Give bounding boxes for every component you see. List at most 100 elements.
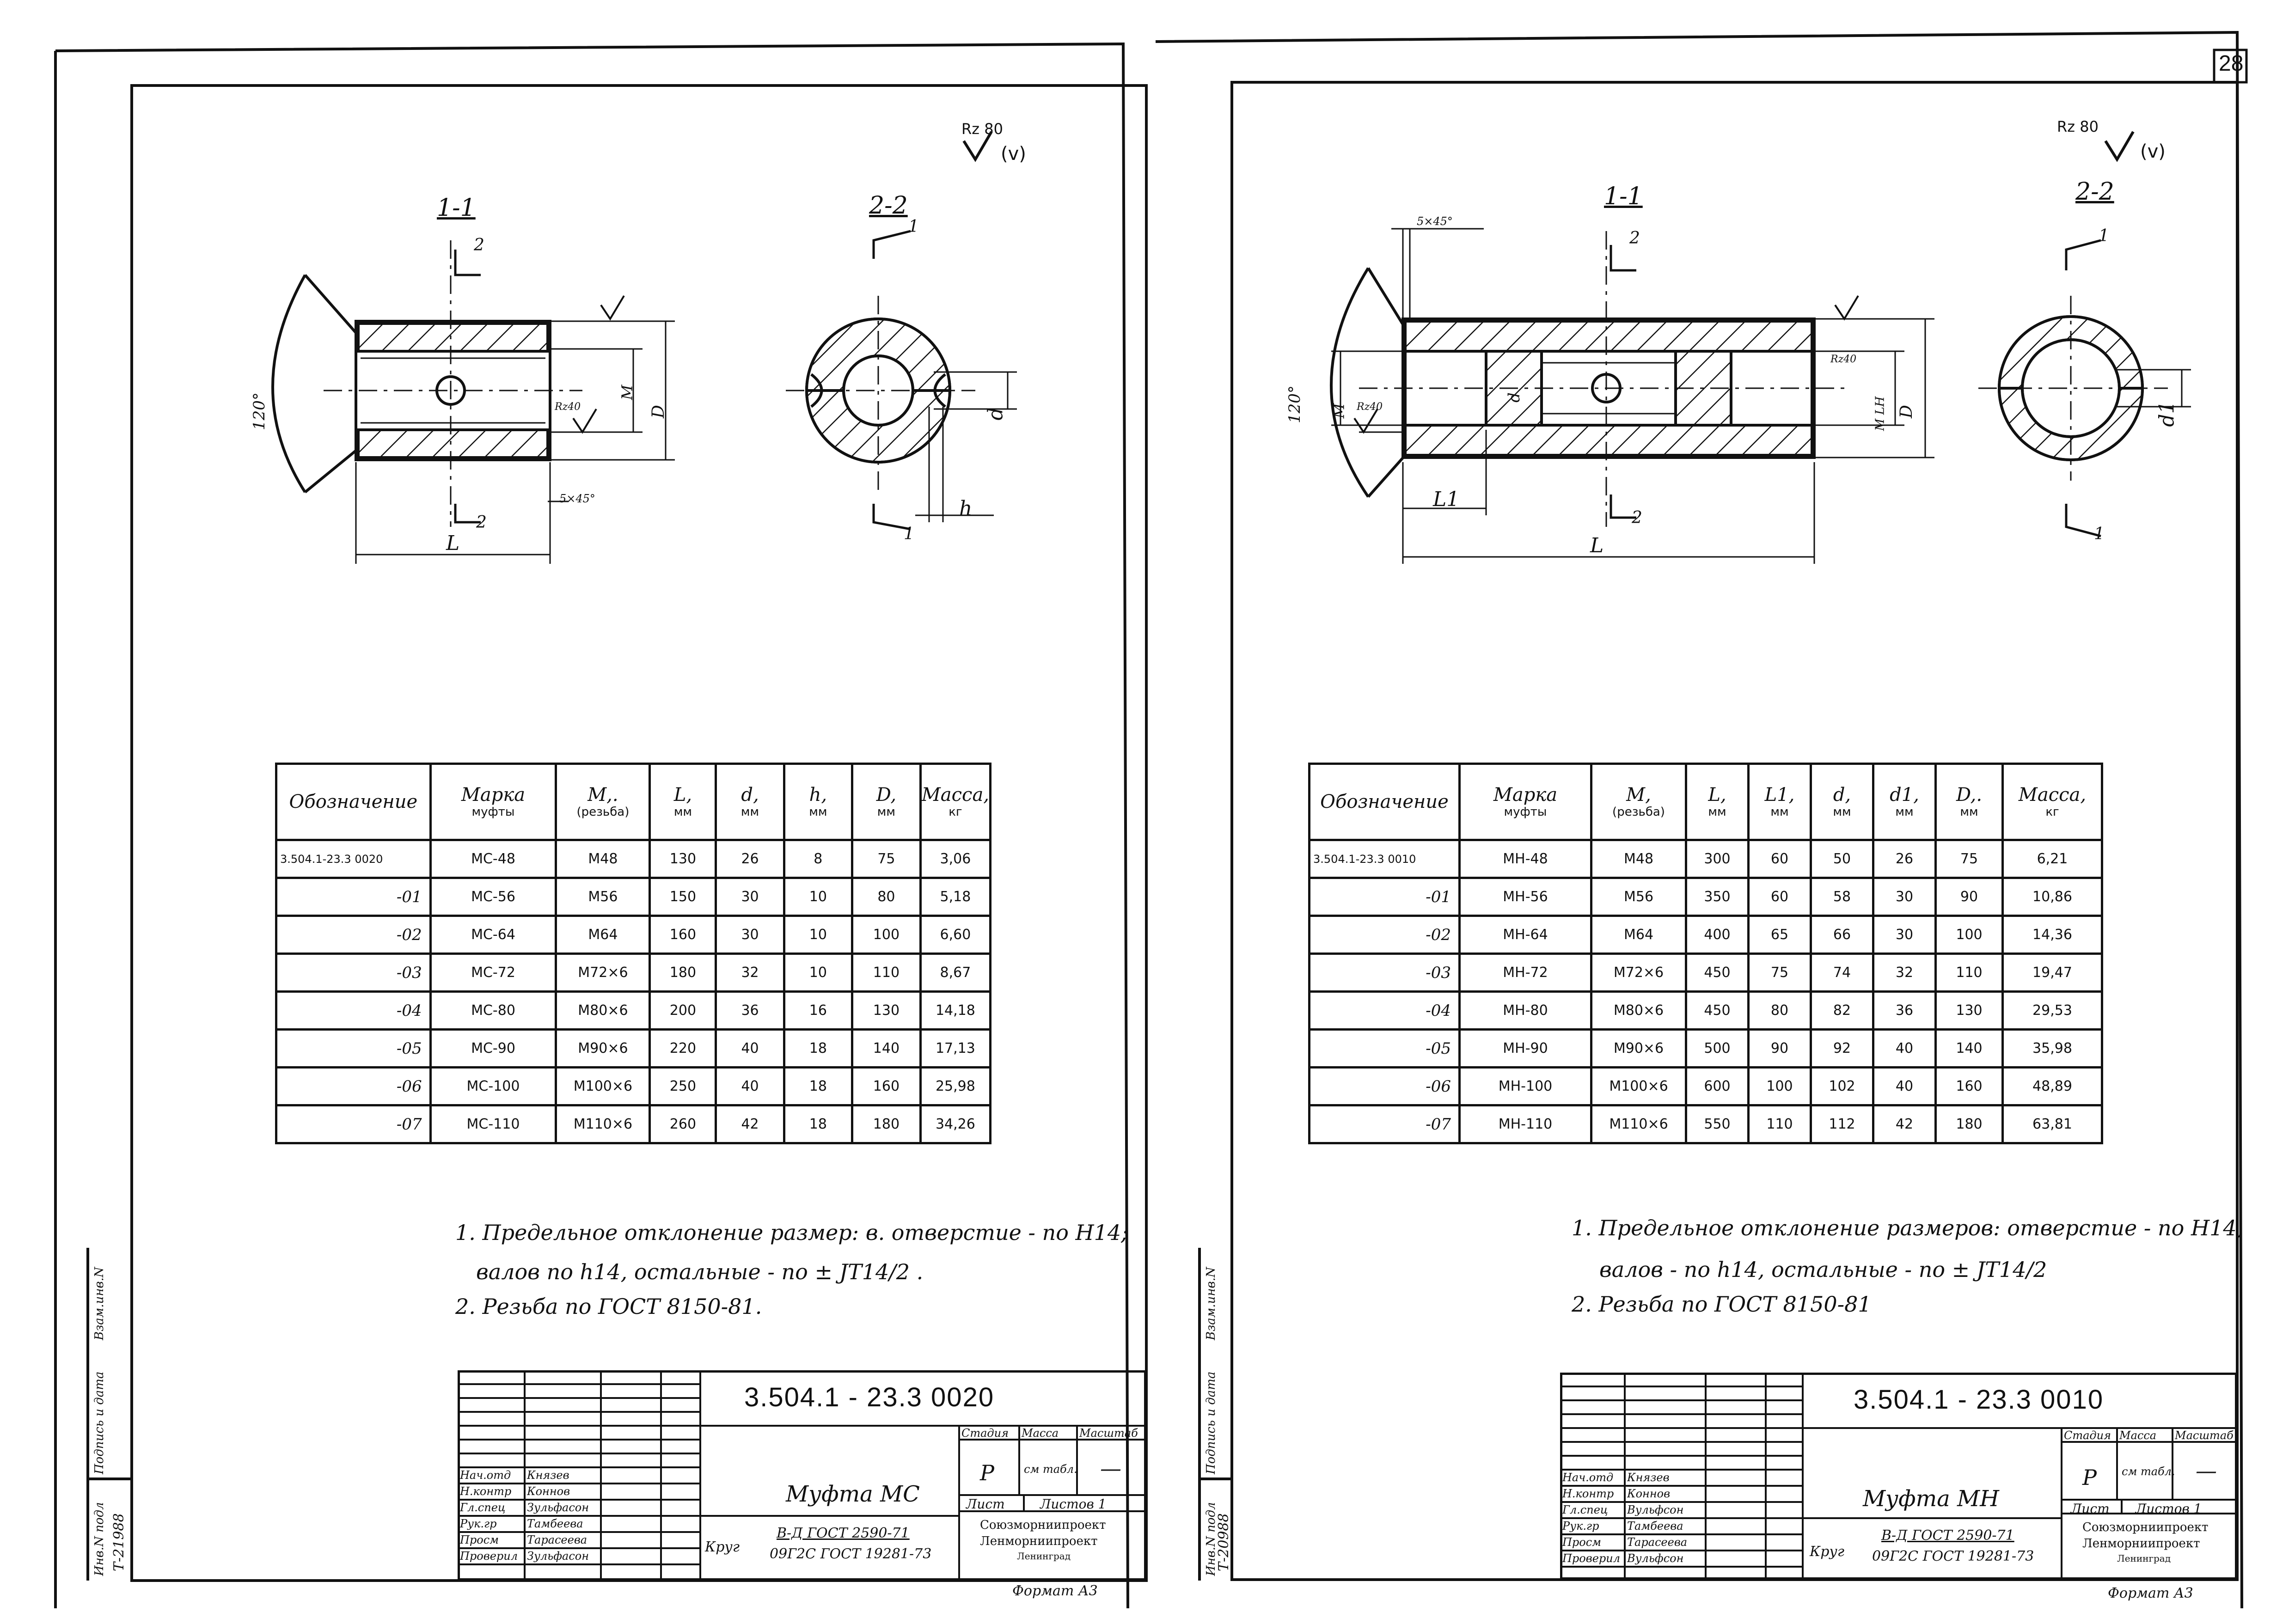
dim-l1-mh: L1 — [1433, 488, 1460, 511]
doc-code-mh: 3.504.1 - 23.3 0010 — [1854, 1385, 2104, 1415]
cut-num-top-mh2: 1 — [2099, 226, 2109, 245]
name-6: Зульфасон — [527, 1550, 589, 1563]
role-5-mh: Просм — [1562, 1536, 1602, 1549]
note-2: 2. Резьба по ГОСТ 8150-81. — [455, 1294, 762, 1319]
roughness-paren-left: (v) — [1001, 143, 1026, 165]
note-1-mh: 1. Предельное отклонение размеров: отвер… — [1572, 1215, 2244, 1240]
scale-value-mh: — — [2196, 1458, 2217, 1483]
side-label-vzam: Взам.инв.N — [92, 1267, 106, 1340]
col-l1: L1,мм — [1747, 763, 1812, 841]
inv-number: Т-21988 — [111, 1513, 127, 1571]
dim-d-small-mh: d — [1505, 392, 1524, 403]
title-block-mc — [458, 1370, 1146, 1581]
part-name-mh: Муфта МН — [1863, 1486, 1999, 1512]
name-3: Зульфасон — [527, 1501, 589, 1514]
side-label-sign: Подпись и дата — [92, 1371, 106, 1474]
roughness-label-right: Rz 80 — [2057, 118, 2099, 135]
page-number: 28 — [2219, 51, 2244, 76]
col-l: L,мм — [649, 763, 717, 841]
note-2-mh: 2. Резьба по ГОСТ 8150-81 — [1572, 1292, 1872, 1317]
role-3-mh: Гл.спец — [1562, 1503, 1608, 1516]
section-1-1-label: 1-1 — [437, 194, 476, 222]
dim-rz40-mh-right: Rz40 — [1830, 354, 1857, 365]
side-label-sign-mh: Подпись и дата — [1204, 1371, 1218, 1474]
name-1-mh: Князев — [1627, 1471, 1670, 1484]
note-1b-mh: валов - по h14, остальные - по ± JT14/2 — [1599, 1257, 2047, 1282]
col-d1: d1,мм — [1872, 763, 1937, 841]
title-block-mh — [1560, 1373, 2237, 1580]
col-thread: M,.(резьба) — [555, 763, 651, 841]
role-6: Проверил — [460, 1550, 518, 1563]
role-4: Рук.гр — [460, 1517, 497, 1530]
cut-num-top-mh1: 2 — [1629, 229, 1640, 248]
doc-code-mc: 3.504.1 - 23.3 0020 — [744, 1382, 995, 1412]
dim-l-mh: L — [1590, 534, 1604, 557]
cut-num-bot-mh2: 1 — [2094, 525, 2105, 543]
org-3: Ленинград — [1017, 1551, 1071, 1562]
role-5: Просм — [460, 1533, 499, 1546]
role-4-mh: Рук.гр — [1562, 1520, 1599, 1532]
material-top: В-Д ГОСТ 2590-71 — [777, 1525, 910, 1541]
dim-d1-mh: d1 — [2155, 401, 2179, 427]
col-D: D,мм — [851, 763, 922, 841]
role-1: Нач.отд — [460, 1469, 511, 1482]
dim-rz40: Rz40 — [555, 401, 581, 413]
dim-m: M — [618, 385, 636, 400]
cut-num-bot-2: 1 — [904, 525, 914, 543]
material-bottom: 09Г2С ГОСТ 19281-73 — [770, 1546, 932, 1562]
stage-header-mh: Стадия — [2064, 1429, 2111, 1442]
mass-header: Масса — [1022, 1427, 1059, 1440]
roughness-label-left: Rz 80 — [961, 120, 1003, 138]
mass-value-mh: см табл. — [2122, 1465, 2175, 1478]
org-2: Ленморниипроект — [980, 1534, 1098, 1548]
role-1-mh: Нач.отд — [1562, 1471, 1614, 1484]
org-3-mh: Ленинград — [2117, 1553, 2171, 1564]
section-2-2-label-mh: 2-2 — [2075, 178, 2114, 206]
material-label-mh: Круг — [1810, 1544, 1844, 1560]
side-label-inv: Инв.N подл — [92, 1502, 106, 1576]
col-d: d,мм — [715, 763, 785, 841]
stage-header: Стадия — [961, 1427, 1009, 1440]
dim-mlh-mh: M LH — [1873, 396, 1887, 431]
material-top-mh: В-Д ГОСТ 2590-71 — [1881, 1527, 2014, 1544]
cut-num-bot-1: 2 — [476, 513, 487, 532]
role-2-mh: Н.контр — [1562, 1487, 1614, 1500]
stage-value-mh: Р — [2082, 1465, 2097, 1490]
col-mass: Масса,кг — [919, 763, 992, 841]
name-2-mh: Коннов — [1627, 1487, 1671, 1500]
org-2-mh: Ленморниипроект — [2082, 1537, 2200, 1551]
dim-h: h — [959, 497, 973, 520]
sheet-label: Лист — [966, 1496, 1005, 1512]
dim-angle-mh: 120° — [1285, 385, 1304, 423]
col-l: L,мм — [1685, 763, 1750, 841]
name-4-mh: Тамбеева — [1627, 1520, 1683, 1532]
col-thread: M,(резьба) — [1590, 763, 1687, 841]
side-label-vzam-mh: Взам.инв.N — [1204, 1267, 1218, 1340]
name-6-mh: Вульфсон — [1627, 1552, 1684, 1565]
name-5-mh: Тарасеева — [1627, 1536, 1688, 1549]
cut-num-top-1: 2 — [474, 236, 484, 255]
col-mass: Масса,кг — [2001, 763, 2103, 841]
col-d: d,мм — [1810, 763, 1874, 841]
cut-num-bot-mh1: 2 — [1632, 508, 1642, 527]
sheet-label-mh: Лист — [2071, 1501, 2110, 1516]
section-1-1-label-mh: 1-1 — [1604, 183, 1643, 210]
material-label: Круг — [705, 1539, 740, 1555]
name-3-mh: Вульфсон — [1627, 1503, 1684, 1516]
dim-chamfer-mh: 5×45° — [1417, 215, 1453, 228]
scale-header: Масштаб — [1079, 1427, 1138, 1440]
dim-d-big-mh: D — [1897, 405, 1916, 418]
